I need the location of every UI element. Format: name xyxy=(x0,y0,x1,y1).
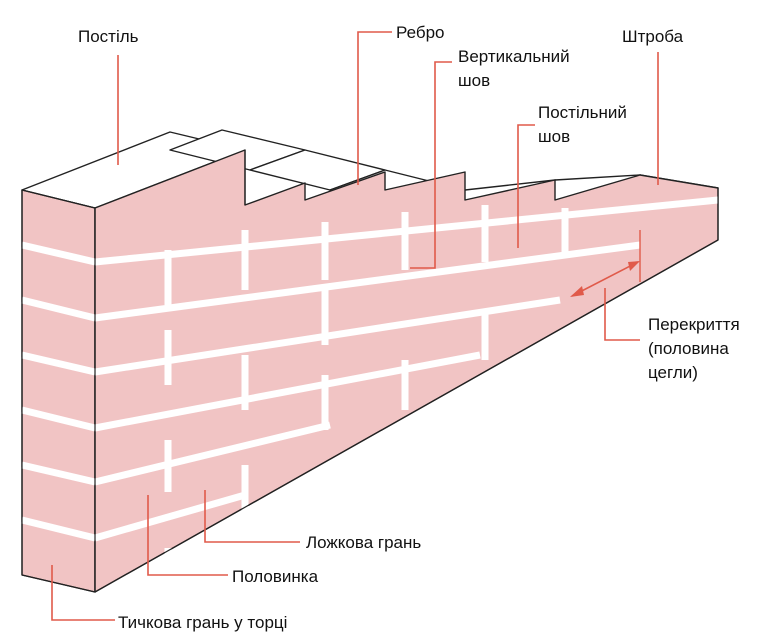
label-half: Половинка xyxy=(232,567,319,586)
leader-edge xyxy=(357,31,392,185)
label-vertical-joint-1: Вертикальний xyxy=(458,47,570,66)
brick-outlines xyxy=(21,150,719,593)
mortar-joints xyxy=(21,196,719,590)
label-header-face: Тичкова грань у торці xyxy=(118,613,287,632)
label-overlap-3: цегли) xyxy=(648,363,698,382)
label-edge: Ребро xyxy=(396,23,445,42)
leader-half xyxy=(147,495,228,576)
label-overlap-2: (половина xyxy=(648,339,729,358)
labels: Постіль Ребро Вертикальний шов Постільни… xyxy=(78,23,740,632)
leader-bed-joint xyxy=(517,124,535,248)
overlap-arrow xyxy=(570,230,641,297)
label-bed-joint-2: шов xyxy=(538,127,570,146)
label-bed-joint-1: Постільний xyxy=(538,103,627,122)
leader-lines xyxy=(51,31,659,621)
label-vertical-joint-2: шов xyxy=(458,71,490,90)
leader-header-face xyxy=(51,565,115,621)
label-overlap-1: Перекриття xyxy=(648,315,740,334)
label-stretcher-face: Ложкова грань xyxy=(306,533,421,552)
leader-overlap xyxy=(604,288,640,341)
leader-stretcher-face xyxy=(204,490,300,543)
leader-vertical-joint xyxy=(410,61,452,269)
label-bed: Постіль xyxy=(78,27,139,46)
label-groove: Штроба xyxy=(622,27,684,46)
